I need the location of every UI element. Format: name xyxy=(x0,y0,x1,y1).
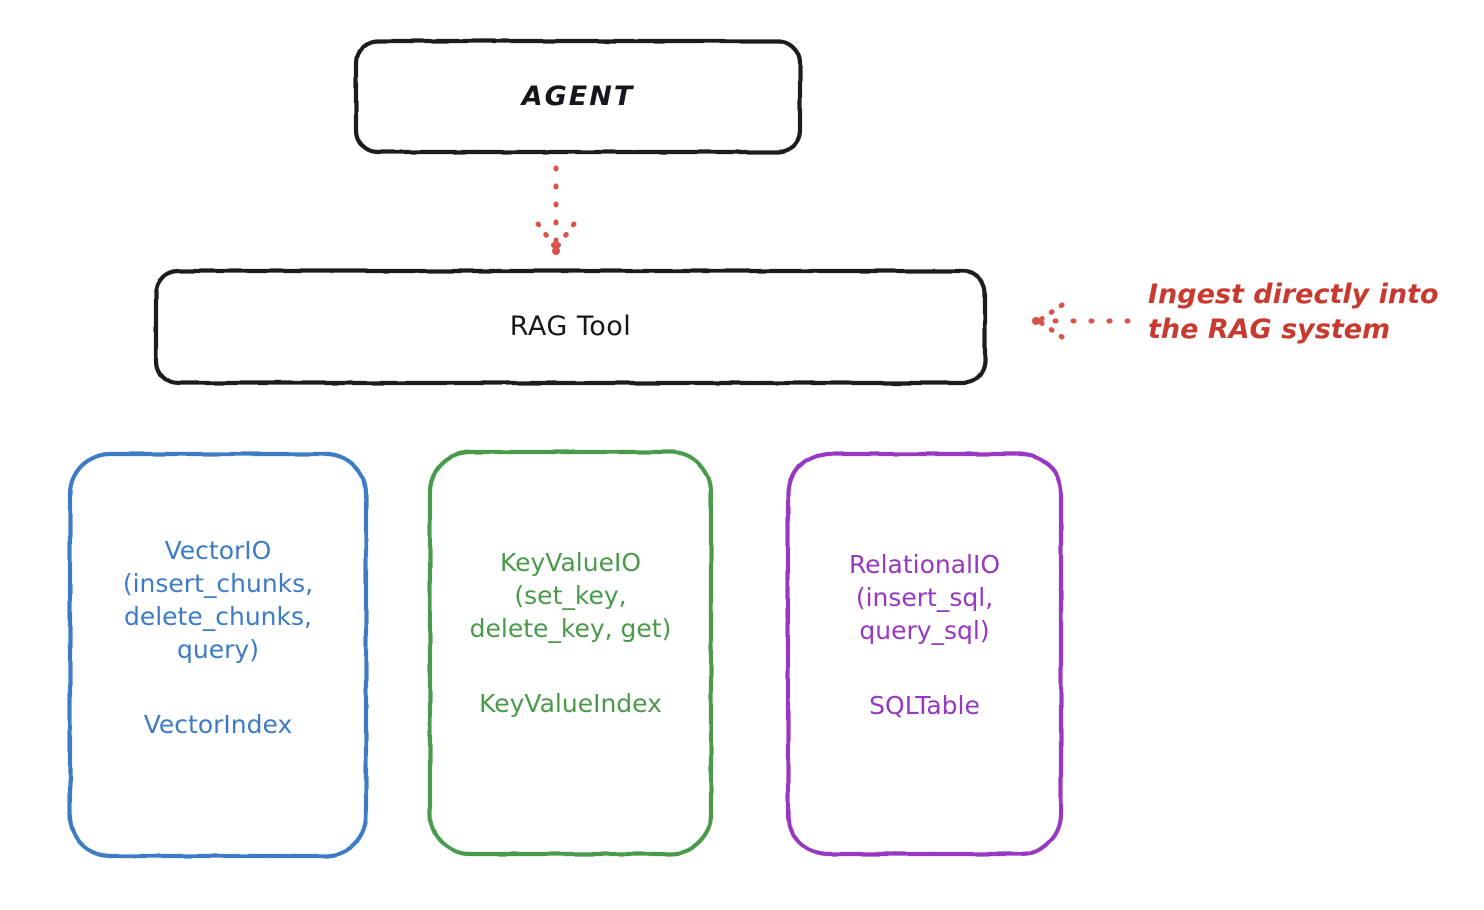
rag-tool-node[interactable]: RAG Tool xyxy=(155,270,986,384)
ingest-annotation: Ingest directly into the RAG system xyxy=(1148,279,1439,345)
agent-node[interactable]: AGENT xyxy=(355,40,801,153)
key-value-io-api-label: KeyValueIO (set_key, delete_key, get) xyxy=(469,548,672,643)
relational-io-node[interactable]: RelationalIO (insert_sql, query_sql) SQL… xyxy=(786,452,1063,856)
vector-index-label: VectorIndex xyxy=(143,710,293,739)
agent-label: AGENT xyxy=(521,80,635,112)
key-value-io-box-outline xyxy=(427,449,714,857)
vector-io-api-label: VectorIO (insert_chunks, delete_chunks, … xyxy=(122,536,314,664)
relational-io-api-label: RelationalIO (insert_sql, query_sql) xyxy=(848,550,1001,645)
sql-table-label: SQLTable xyxy=(869,691,980,720)
relational-io-box-outline xyxy=(785,451,1064,857)
key-value-index-label: KeyValueIndex xyxy=(479,689,662,718)
rag-tool-label: RAG Tool xyxy=(509,311,632,343)
agent-to-rag-tool-connector xyxy=(535,165,577,255)
rag-tool-box-outline xyxy=(153,268,988,386)
key-value-io-node[interactable]: KeyValueIO (set_key, delete_key, get) Ke… xyxy=(428,450,713,856)
agent-box-outline xyxy=(353,38,803,155)
vector-io-box-outline xyxy=(67,451,369,859)
vector-io-node[interactable]: VectorIO (insert_chunks, delete_chunks, … xyxy=(68,452,368,858)
ingest-to-rag-tool-connector xyxy=(1032,302,1131,340)
